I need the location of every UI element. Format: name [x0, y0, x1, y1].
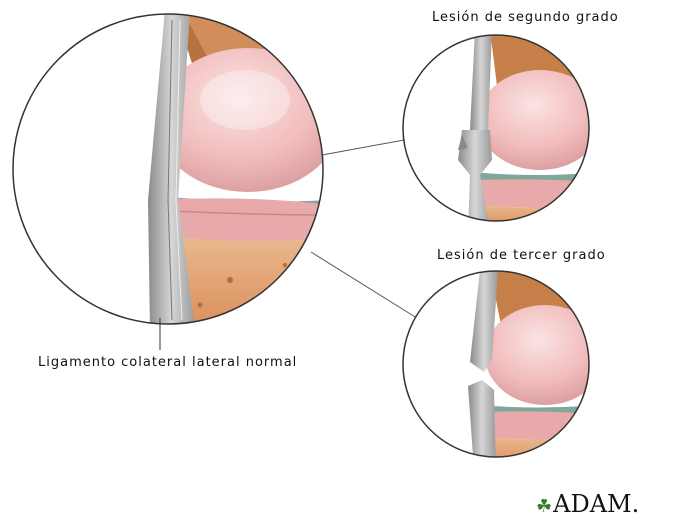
- connector-line-third: [311, 252, 420, 320]
- second-degree-view: [400, 30, 602, 230]
- adam-logo: ☘ADAM.: [536, 490, 639, 518]
- second-degree-label: Lesión de segundo grado: [432, 10, 619, 25]
- normal-ligament-label: Ligamento colateral lateral normal: [38, 355, 297, 370]
- third-degree-view: [400, 270, 605, 470]
- third-degree-label: Lesión de tercer grado: [437, 248, 606, 263]
- logo-text: ADAM.: [553, 490, 639, 518]
- connector-line-second: [322, 140, 404, 155]
- leaf-icon: ☘: [536, 496, 552, 517]
